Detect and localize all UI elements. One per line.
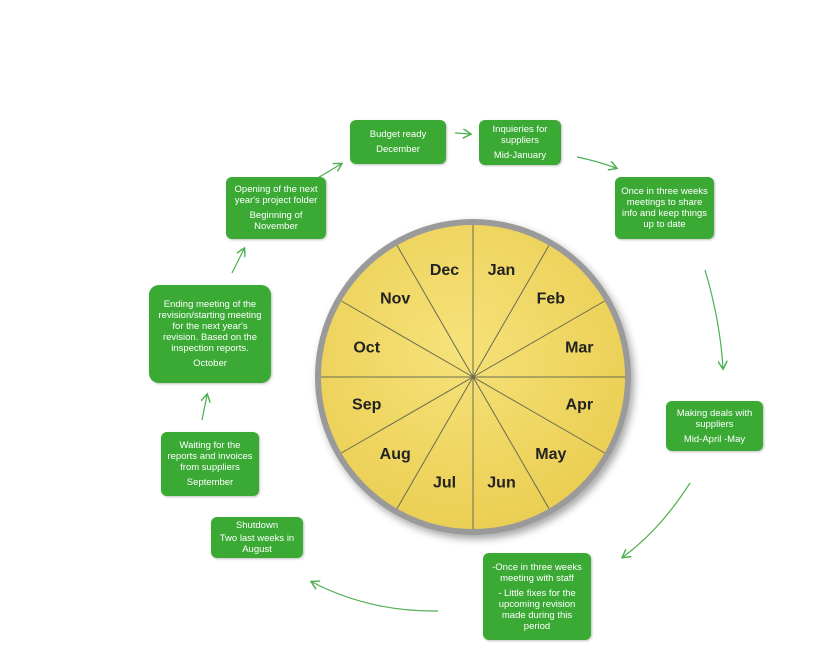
shutdown-title: Shutdown [235,520,279,531]
wheel-divider [472,376,605,454]
shutdown-date: Two last weeks in August [219,533,295,555]
month-label-dec: Dec [430,262,459,279]
inquiries-title: Inquieries for suppliers [492,124,548,146]
deals-date: Mid-April -May [683,433,746,445]
inquiries-date: Mid-January [493,150,547,161]
waiting-box: Waiting for the reports and invoices fro… [161,432,259,496]
waiting-title: Waiting for the reports and invoices fro… [167,440,253,473]
month-label-nov: Nov [380,290,410,307]
inquiries-box: Inquieries for suppliers Mid-January [479,120,561,165]
month-label-oct: Oct [353,340,380,357]
deals-box: Making deals with suppliers Mid-April -M… [666,401,763,451]
budget-ready-box: Budget ready December [350,120,446,164]
opening-folder-date: Beginning of November [249,210,303,232]
wheel-divider [472,245,550,378]
wheel-divider [341,300,474,378]
ending-meeting-title: Ending meeting of the revision/starting … [158,299,262,354]
meetings-share-box: Once in three weeks meetings to share in… [615,177,714,239]
wheel-divider [472,376,550,509]
opening-folder-title: Opening of the next year's project folde… [234,184,318,206]
deals-title: Making deals with suppliers [676,407,753,430]
month-label-jun: Jun [487,475,515,492]
month-label-jan: Jan [488,262,516,279]
wheel-divider [472,300,605,378]
month-label-aug: Aug [380,446,411,463]
opening-folder-box: Opening of the next year's project folde… [226,177,326,239]
budget-ready-date: December [376,144,420,155]
shutdown-box: Shutdown Two last weeks in August [211,517,303,558]
waiting-date: September [186,477,234,488]
staff-box: -Once in three weeks meeting with staff … [483,553,591,640]
budget-ready-title: Budget ready [369,129,427,140]
month-label-mar: Mar [565,340,593,357]
wheel-divider [396,245,474,378]
month-label-sep: Sep [352,397,382,414]
month-label-feb: Feb [537,290,566,307]
wheel-divider [396,376,474,509]
staff-detail: - Little fixes for the upcoming revision… [498,587,576,632]
month-label-apr: Apr [566,397,594,414]
wheel-divider [341,376,474,454]
meetings-share-title: Once in three weeks meetings to share in… [621,186,708,230]
ending-meeting-box: Ending meeting of the revision/starting … [149,285,271,383]
month-label-may: May [535,446,566,463]
ending-meeting-date: October [193,358,227,369]
staff-title: -Once in three weeks meeting with staff [492,561,582,584]
month-label-jul: Jul [433,475,456,492]
